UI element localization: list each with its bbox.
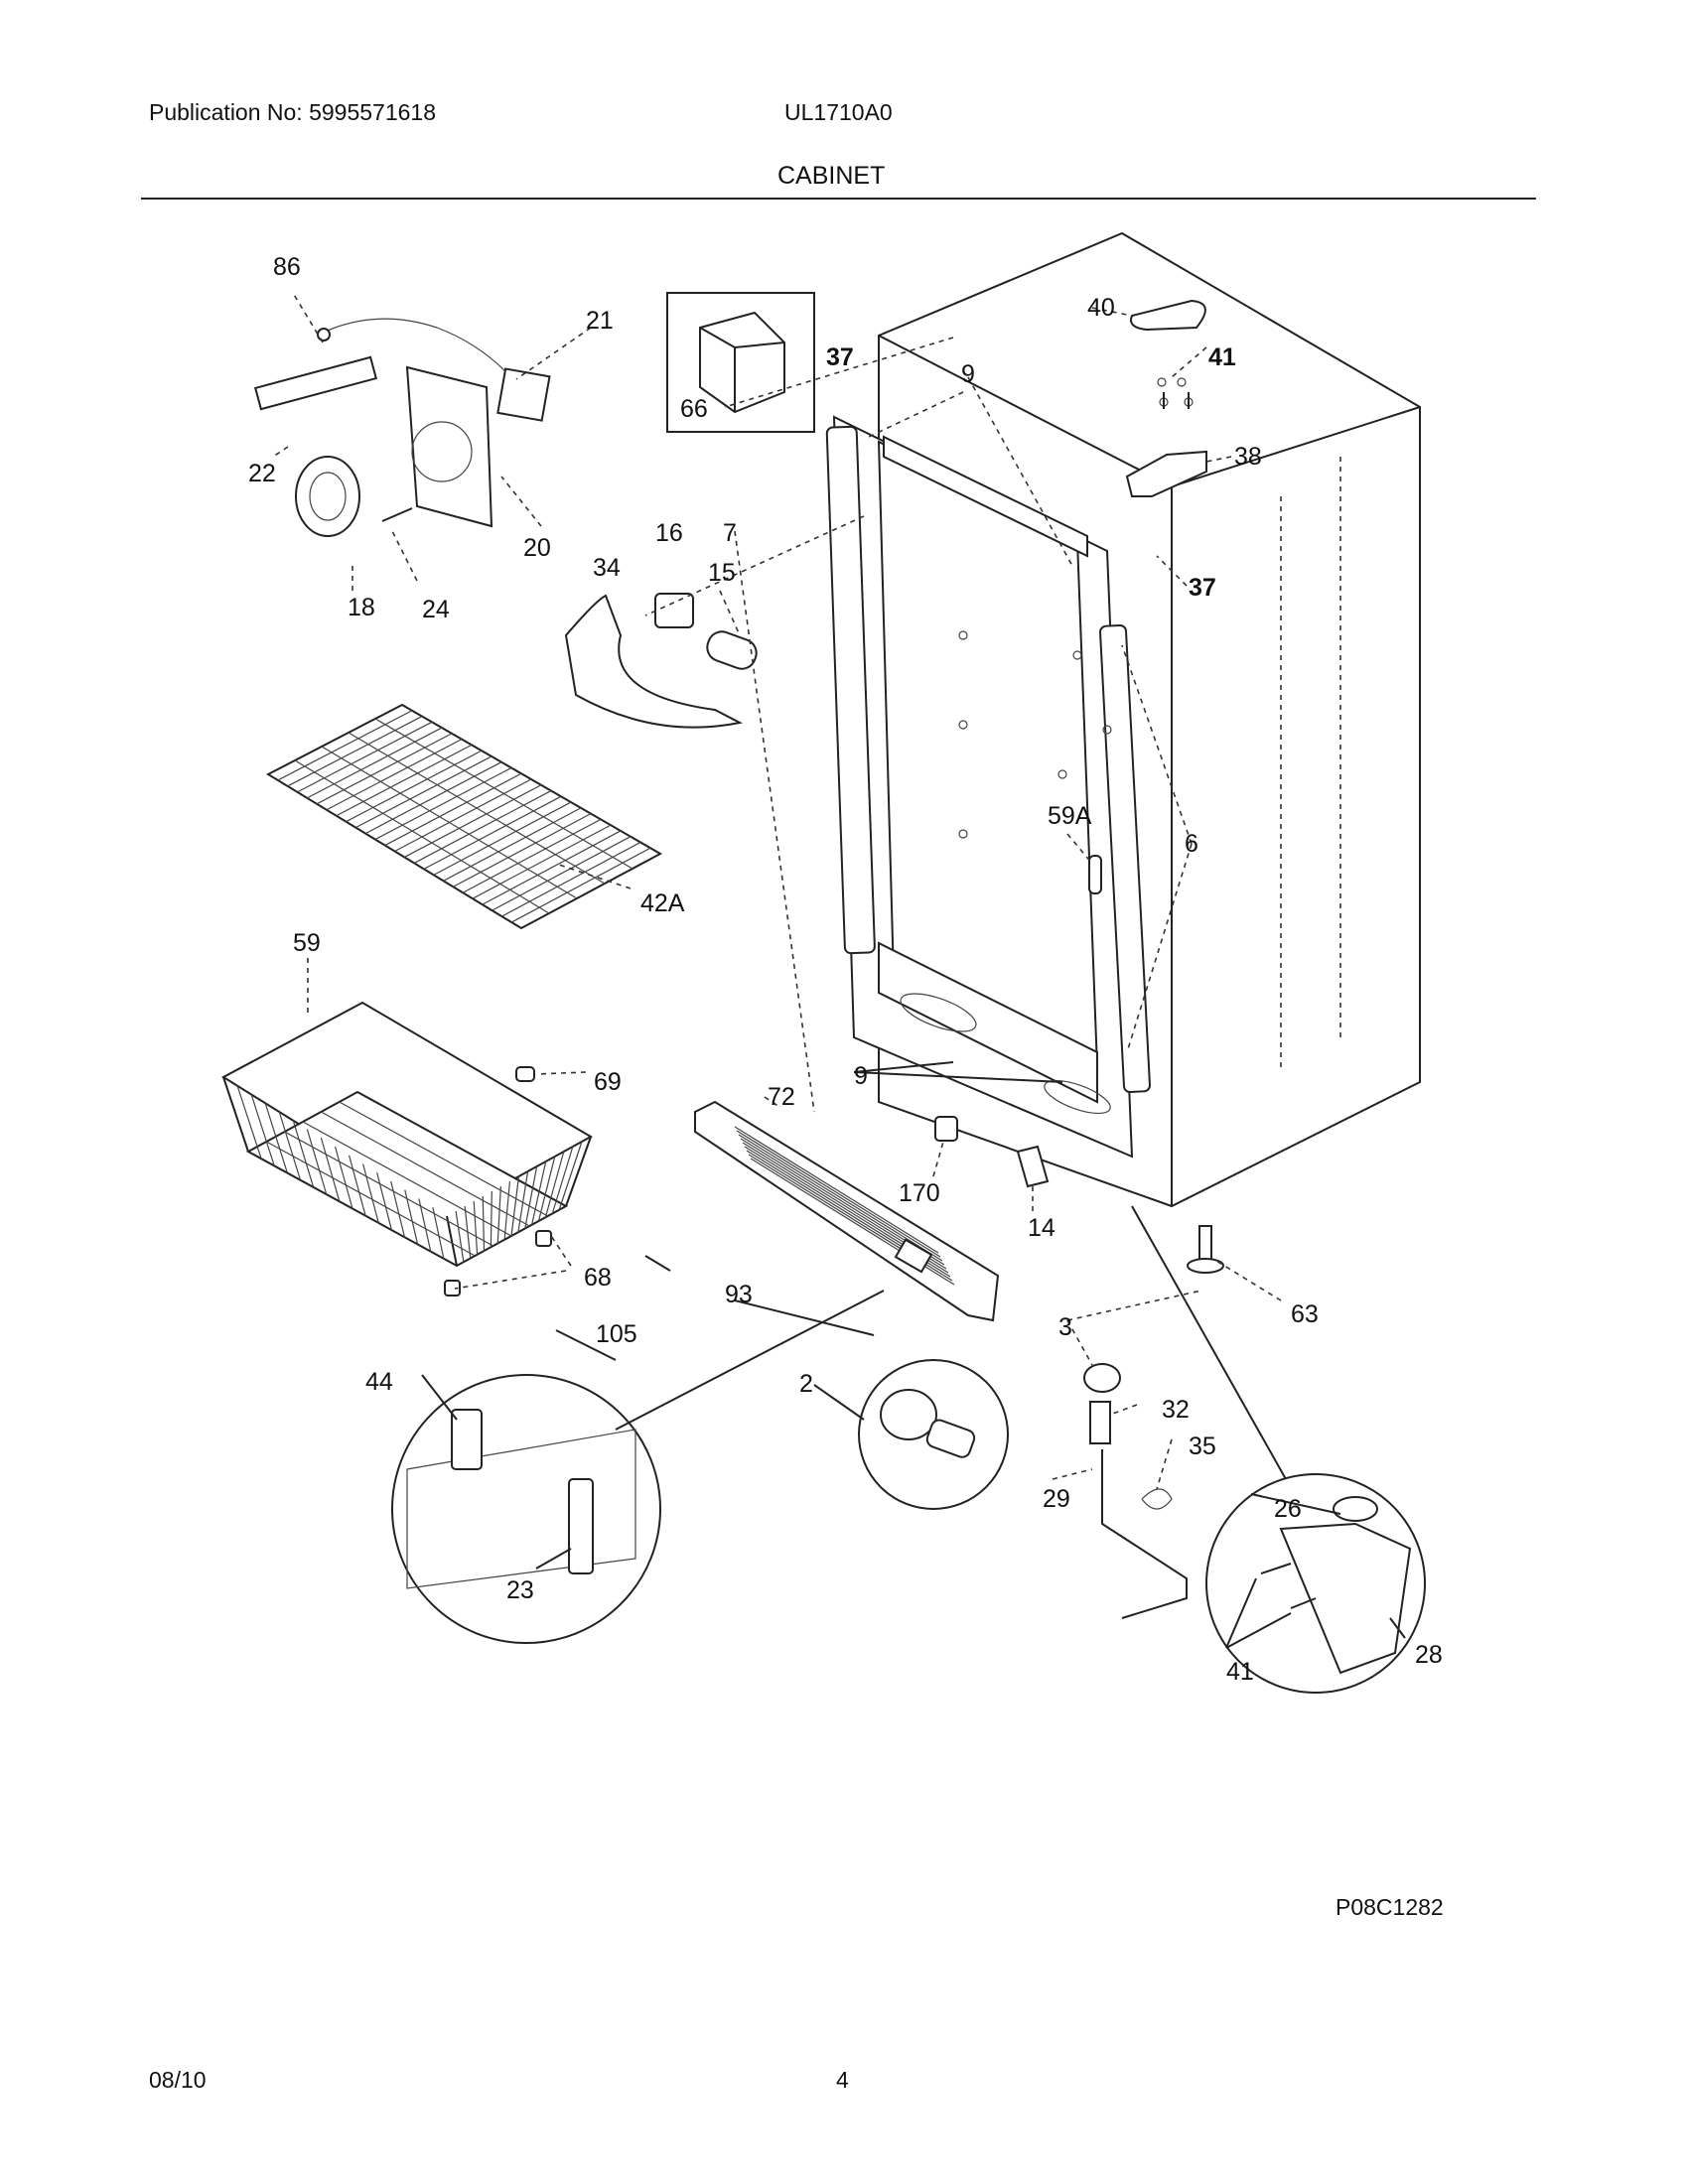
detail-2-fitting	[858, 1359, 1009, 1510]
callout-59: 59	[293, 929, 321, 957]
callout-23: 23	[506, 1576, 534, 1604]
callout-170: 170	[899, 1179, 940, 1207]
callout-38: 38	[1234, 443, 1262, 471]
callout-69: 69	[594, 1068, 622, 1096]
callout-86: 86	[273, 253, 301, 281]
wire-shelf	[265, 703, 663, 930]
callout-20: 20	[523, 534, 551, 562]
header-rule	[141, 198, 1536, 200]
callout-42A: 42A	[640, 889, 685, 917]
callout-2: 2	[799, 1370, 813, 1398]
callout-24: 24	[422, 596, 450, 623]
callout-66: 66	[680, 395, 708, 423]
callout-44: 44	[365, 1368, 393, 1396]
part-14-switch	[1016, 1145, 1050, 1188]
callout-32: 32	[1162, 1396, 1190, 1424]
callout-41-bottom: 41	[1226, 1658, 1254, 1686]
callout-15: 15	[708, 559, 736, 587]
detail-bottom-hinge	[1131, 1205, 1426, 1694]
model-number: UL1710A0	[784, 99, 893, 125]
detail-105-switch	[391, 1290, 885, 1644]
callout-26: 26	[1274, 1495, 1302, 1523]
callout-9-bottom: 9	[854, 1062, 868, 1090]
callout-105: 105	[596, 1320, 637, 1348]
kickplate-grille	[694, 1100, 1000, 1322]
callout-28: 28	[1415, 1641, 1443, 1669]
callout-9-top: 9	[961, 360, 975, 388]
callout-3: 3	[1058, 1313, 1072, 1341]
callout-37-right: 37	[1189, 574, 1216, 602]
cabinet-body	[825, 231, 1421, 1208]
callout-37-top: 37	[826, 343, 854, 371]
drawing-id: P08C1282	[1336, 1894, 1444, 1920]
section-title: CABINET	[777, 162, 886, 190]
part-170	[934, 1116, 958, 1142]
callout-40: 40	[1087, 294, 1115, 322]
light-assembly	[564, 593, 758, 729]
callout-labels: 86 21 22 20 18 24 66 37 9 40 41 38 16 7 …	[248, 253, 1443, 1686]
page-number: 4	[836, 2067, 849, 2093]
callout-21: 21	[586, 307, 614, 335]
callout-59A: 59A	[1048, 802, 1092, 830]
leveling-leg-and-drain	[1083, 1225, 1224, 1619]
thermostat-assembly	[253, 318, 551, 537]
part-66-relay	[666, 292, 815, 433]
callout-6: 6	[1185, 830, 1198, 858]
leader-lines	[272, 292, 1406, 1649]
top-hinge-cover	[1125, 299, 1207, 497]
callout-29: 29	[1043, 1485, 1070, 1513]
callout-41-top: 41	[1208, 343, 1236, 371]
callout-72: 72	[768, 1083, 795, 1111]
wire-basket	[221, 1001, 594, 1297]
callout-14: 14	[1028, 1214, 1055, 1242]
callout-16: 16	[655, 519, 683, 547]
callout-35: 35	[1189, 1433, 1216, 1460]
footer-date: 08/10	[149, 2067, 207, 2093]
callout-68: 68	[584, 1264, 612, 1292]
callout-93: 93	[725, 1281, 753, 1308]
callout-63: 63	[1291, 1300, 1319, 1328]
callout-34: 34	[593, 554, 621, 582]
callout-7: 7	[723, 519, 737, 547]
callout-18: 18	[348, 594, 375, 621]
callout-22: 22	[248, 460, 276, 487]
publication-number: Publication No: 5995571618	[149, 99, 437, 125]
